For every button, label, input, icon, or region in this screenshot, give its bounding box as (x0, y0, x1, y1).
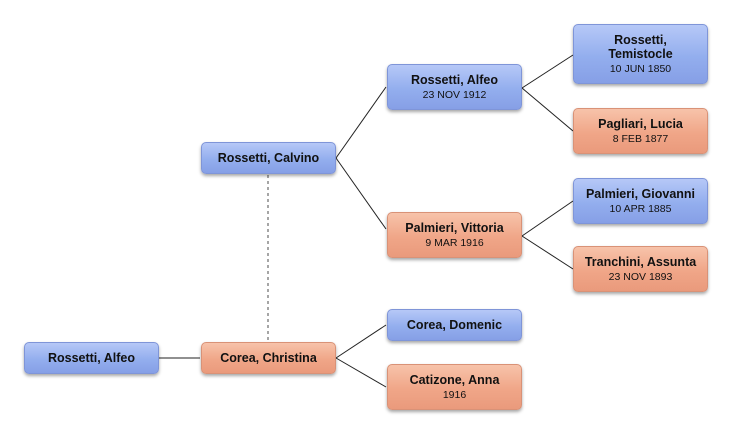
connector-mother-mgm (335, 357, 387, 388)
connector-pgm-pggm2 (521, 235, 574, 270)
person-card-maternal-grandmother[interactable]: Catizone, Anna 1916 (387, 364, 522, 410)
person-name: Pagliari, Lucia (598, 117, 683, 132)
person-date: 10 JUN 1850 (609, 62, 672, 75)
person-date: 1916 (442, 388, 467, 401)
person-name: Rossetti, Alfeo (47, 350, 136, 365)
person-name: Palmieri, Vittoria (405, 221, 504, 236)
person-date: 23 NOV 1912 (422, 88, 487, 101)
connector-father-pgf (335, 86, 387, 159)
person-card-great-grandfather-1[interactable]: Rossetti, Temistocle 10 JUN 1850 (573, 24, 708, 84)
connector-father-pgm (335, 157, 387, 230)
person-name: Rossetti, Alfeo (410, 73, 499, 88)
person-card-paternal-grandfather[interactable]: Rossetti, Alfeo 23 NOV 1912 (387, 64, 522, 110)
person-card-paternal-grandmother[interactable]: Palmieri, Vittoria 9 MAR 1916 (387, 212, 522, 258)
person-card-great-grandmother-1[interactable]: Pagliari, Lucia 8 FEB 1877 (573, 108, 708, 154)
person-card-great-grandfather-2[interactable]: Palmieri, Giovanni 10 APR 1885 (573, 178, 708, 224)
person-card-father[interactable]: Rossetti, Calvino (201, 142, 336, 174)
person-name: Corea, Domenic (406, 317, 503, 332)
person-card-root[interactable]: Rossetti, Alfeo (24, 342, 159, 374)
person-date: 23 NOV 1893 (608, 270, 673, 283)
connector-mother-mgf (335, 324, 387, 359)
person-name: Rossetti, Calvino (217, 150, 320, 165)
connector-pgf-pggm1 (521, 87, 574, 132)
person-date: 8 FEB 1877 (612, 132, 669, 145)
person-name: Palmieri, Giovanni (585, 187, 696, 202)
person-name: Rossetti, Temistocle (608, 33, 673, 62)
person-name: Catizone, Anna (409, 373, 500, 388)
person-date: 10 APR 1885 (609, 202, 672, 215)
person-date: 9 MAR 1916 (425, 236, 484, 249)
person-name: Corea, Christina (220, 350, 317, 365)
person-name: Tranchini, Assunta (584, 255, 697, 270)
person-card-mother[interactable]: Corea, Christina (201, 342, 336, 374)
connector-pgf-pggf1 (521, 54, 574, 89)
person-card-maternal-grandfather[interactable]: Corea, Domenic (387, 309, 522, 341)
connector-pgm-pggf2 (521, 200, 574, 237)
person-card-great-grandmother-2[interactable]: Tranchini, Assunta 23 NOV 1893 (573, 246, 708, 292)
